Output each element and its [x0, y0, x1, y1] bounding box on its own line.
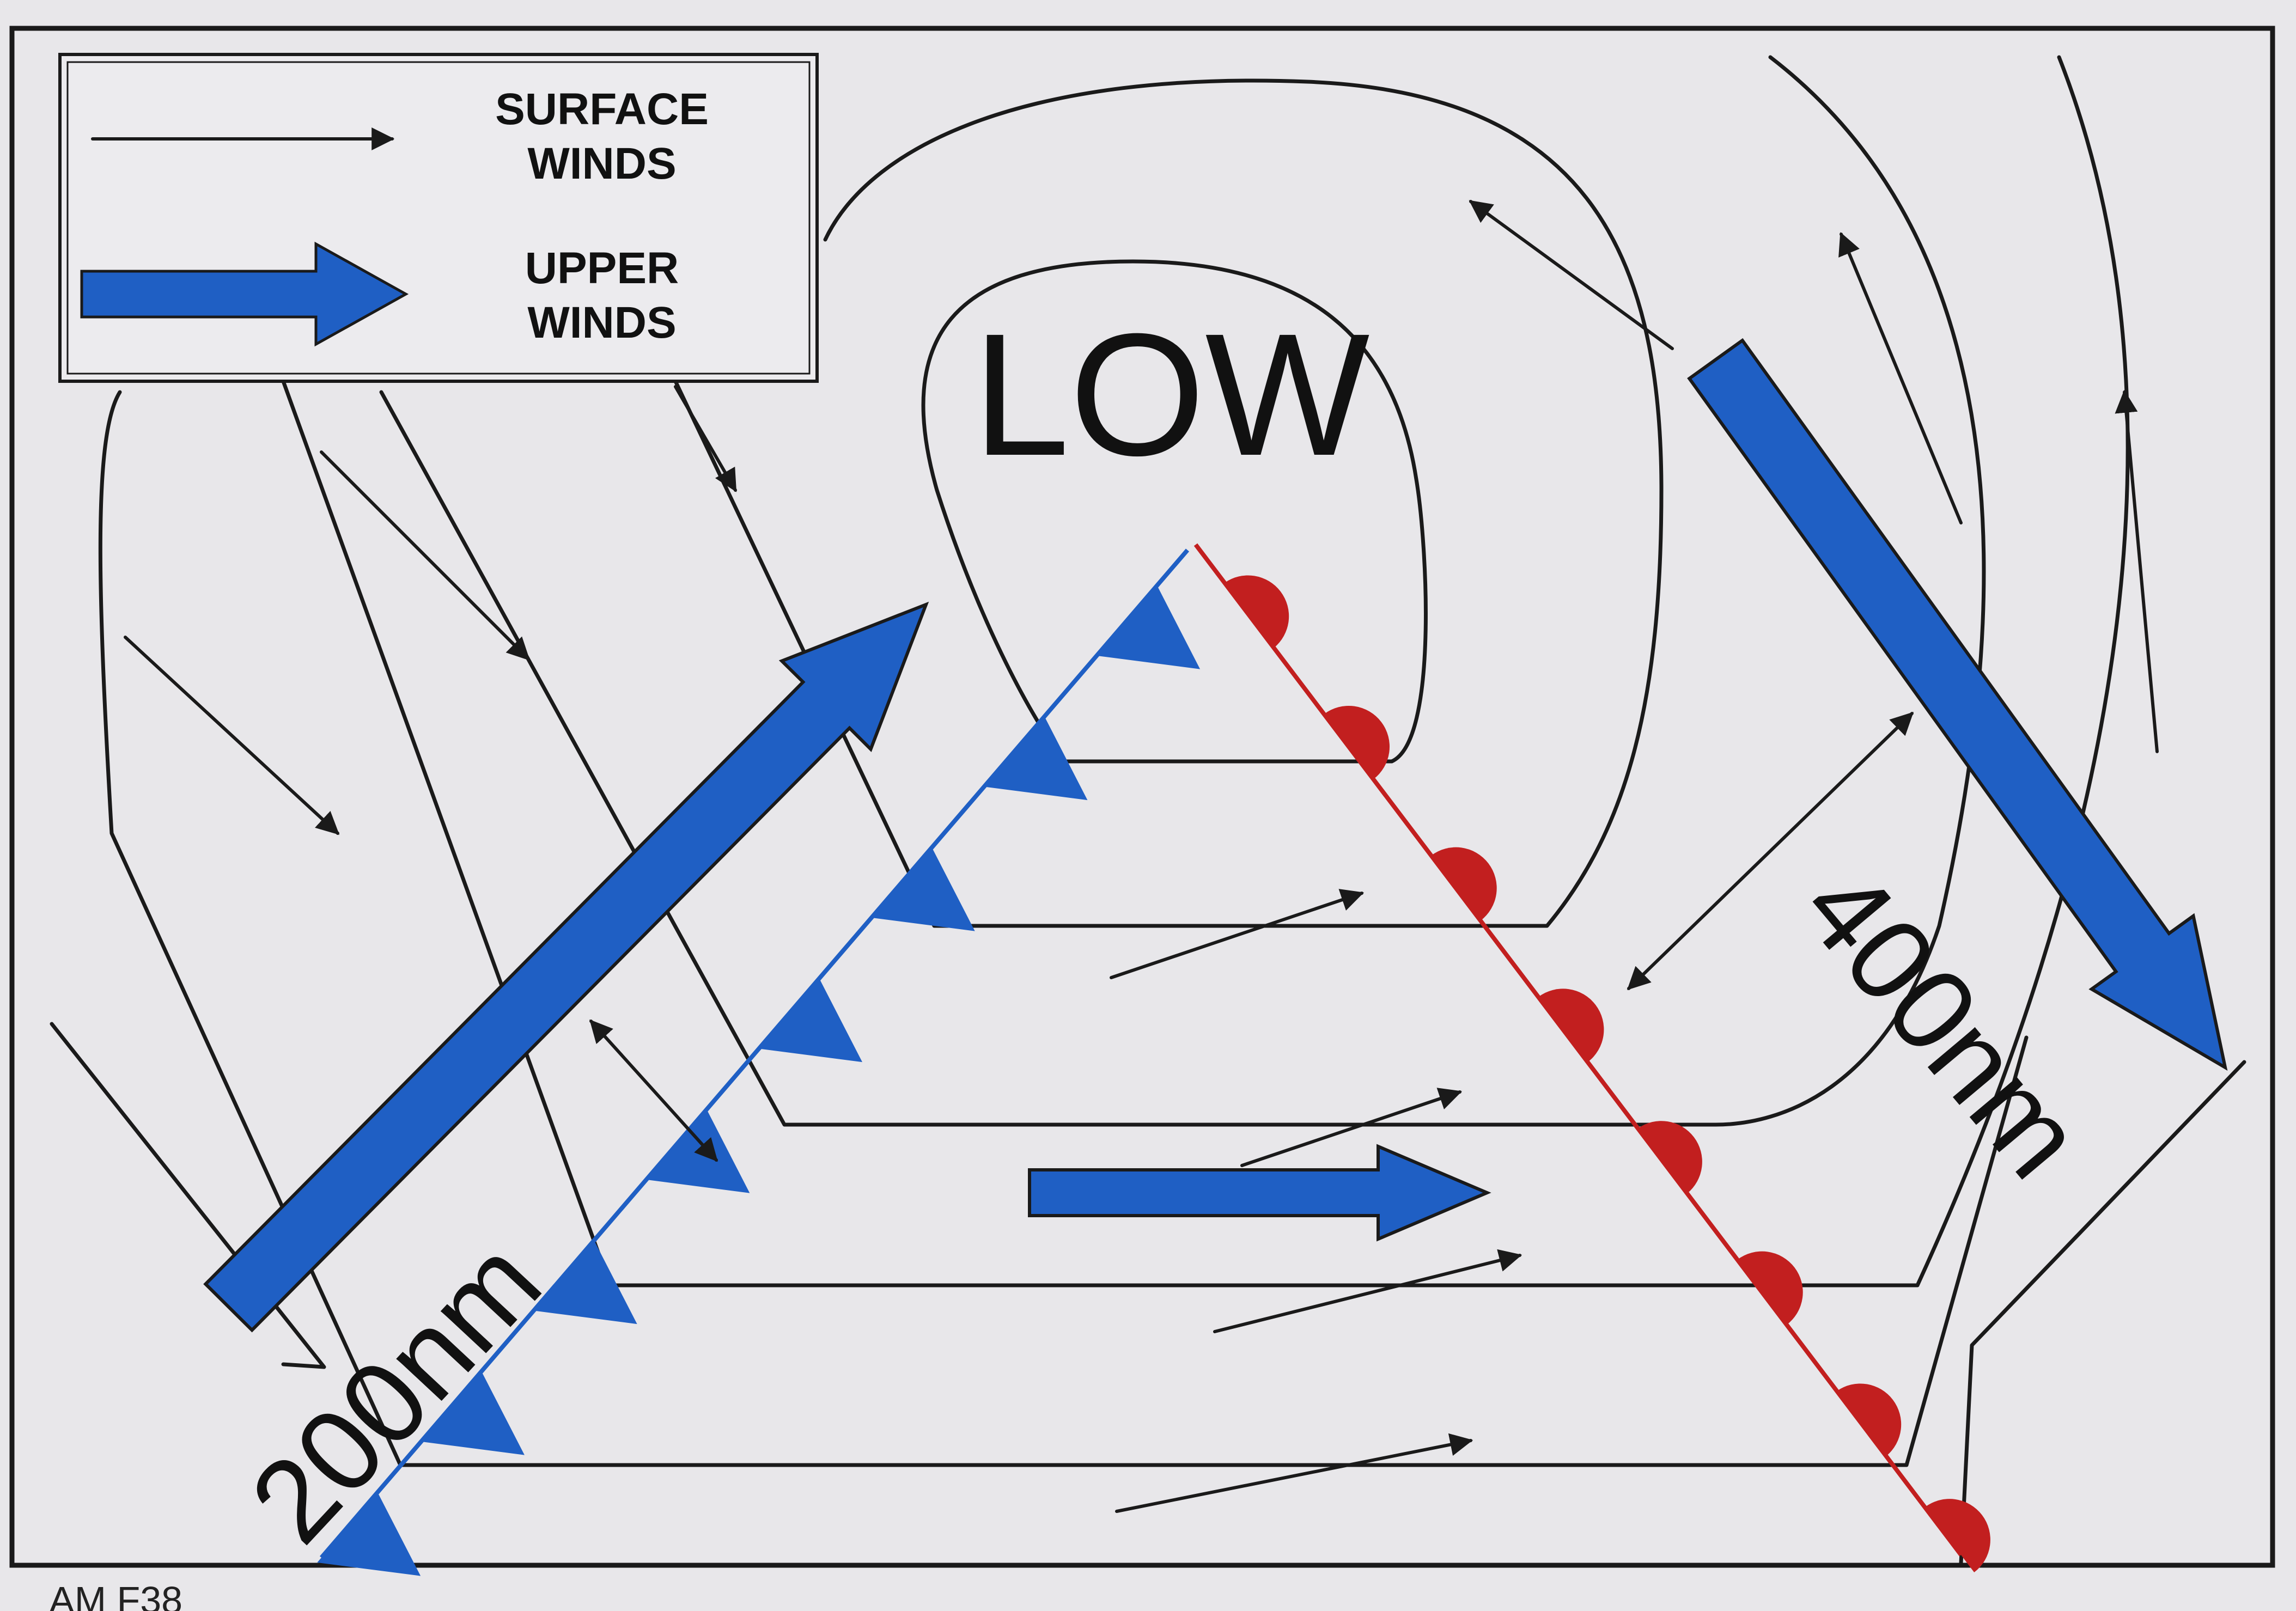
surface-wind-arrow	[1469, 200, 1674, 350]
surface-wind-arrow	[674, 385, 737, 492]
surface-wind-arrow	[124, 636, 340, 835]
thick-blue-arrow-icon	[80, 241, 409, 347]
low-pressure-label: LOW	[973, 297, 1372, 492]
legend-surface-label-line2: WINDS	[527, 139, 676, 188]
cold-front-triangle	[317, 1492, 421, 1576]
warm-front-semicircle	[1637, 1121, 1702, 1194]
warm-front-semicircle	[1837, 1383, 1902, 1456]
surface-wind-arrow	[1110, 889, 1364, 979]
diagram-border	[9, 26, 2275, 1568]
isobar-5	[98, 390, 2029, 1467]
warm-front-semicircles	[1225, 575, 1990, 1572]
warm-front	[1193, 543, 1990, 1572]
cold-front-triangle	[421, 1371, 525, 1455]
isobar-4	[281, 55, 2130, 1287]
cold-front-triangle	[646, 1109, 750, 1193]
surface-wind-arrow	[1838, 232, 1963, 524]
legend-box	[58, 53, 819, 383]
double-arrow-400nm	[1627, 712, 1914, 990]
legend-surface-label-line1: SURFACE	[495, 84, 709, 134]
warm-front-semicircle	[1925, 1499, 1990, 1572]
upper-wind-arrow-warm-sector	[1687, 338, 2228, 1071]
surface-wind-arrows	[124, 200, 2159, 1513]
surface-wind-arrow	[2115, 389, 2159, 753]
legend-upper-label-line1: UPPER	[525, 243, 679, 293]
cold-front-triangle	[984, 716, 1088, 801]
surface-wind-arrow	[1213, 1249, 1522, 1333]
warm-front-semicircle	[1737, 1251, 1803, 1325]
surface-wind-arrow	[320, 450, 530, 661]
legend-upper-label-line2: WINDS	[527, 298, 676, 347]
warm-front-semicircle	[1225, 575, 1289, 648]
label-400nm: 400nm	[1777, 843, 2108, 1202]
surface-wind-arrow	[1240, 1088, 1462, 1167]
isobar-2	[673, 78, 1664, 928]
warm-front-line	[1193, 543, 1963, 1557]
upper-wind-arrow-cold-sector	[203, 601, 929, 1333]
cold-front-triangle	[759, 978, 862, 1063]
legend-inner-border	[66, 61, 811, 375]
surface-wind-arrow	[1115, 1433, 1473, 1513]
cold-front-triangle	[871, 847, 975, 931]
upper-wind-arrows	[203, 338, 2228, 1333]
warm-front-semicircle	[1538, 988, 1604, 1063]
legend: SURFACE WINDS UPPER WINDS	[58, 53, 819, 383]
warm-front-semicircle	[1324, 705, 1390, 779]
double-arrow-200nm	[589, 1019, 718, 1162]
isobar-7	[1959, 1060, 2246, 1565]
isobar-low-center	[921, 259, 1428, 764]
isobar-6	[50, 1022, 326, 1369]
upper-wind-arrow-center	[1028, 1144, 1491, 1242]
warm-front-semicircle	[1431, 847, 1497, 921]
figure-reference: AM F38	[49, 1579, 182, 1611]
cold-front-triangle	[533, 1240, 637, 1325]
cold-front-triangle	[1097, 585, 1201, 669]
